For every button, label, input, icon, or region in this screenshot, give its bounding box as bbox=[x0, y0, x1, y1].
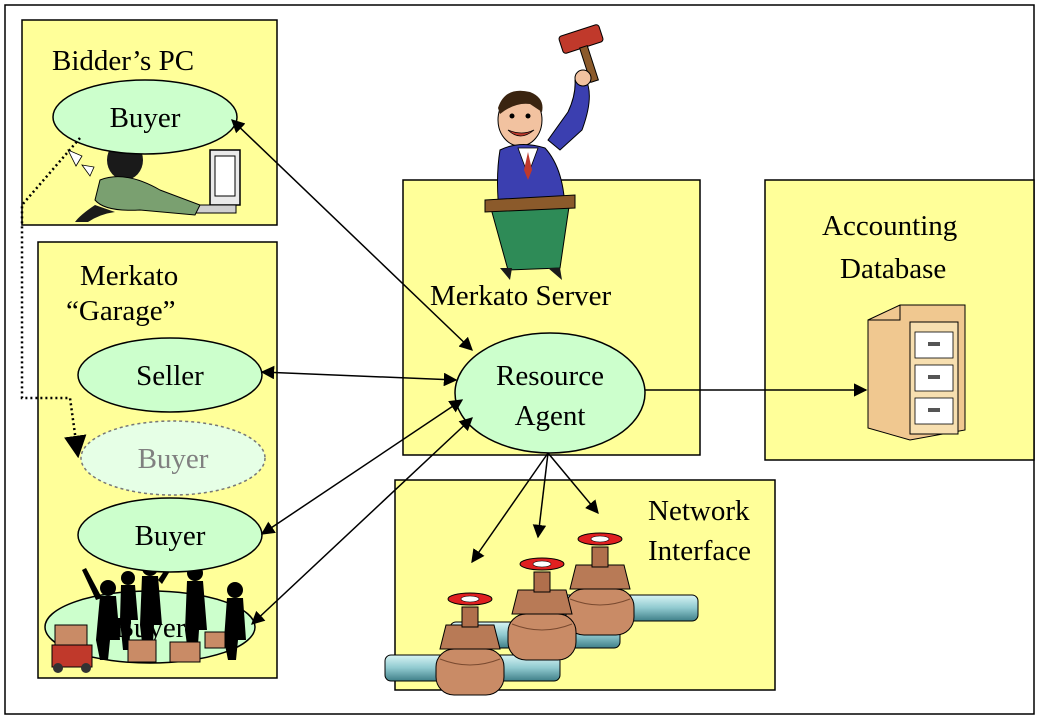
network-title-line2: Interface bbox=[648, 535, 751, 567]
bidder-buyer-oval bbox=[52, 79, 238, 155]
bidder-buyer-label: Buyer bbox=[110, 102, 181, 134]
resource-agent-line1: Resource bbox=[496, 360, 604, 392]
bidder-to-agent-arrow bbox=[231, 119, 473, 351]
crowd-with-briefcases-icon: Buyer bbox=[44, 544, 256, 673]
accounting-title-line1: Accounting bbox=[822, 210, 957, 242]
seller-to-agent-arrow bbox=[260, 365, 458, 387]
bidder-pc-title: Bidder’s PC bbox=[52, 45, 194, 77]
ghost-buyer-label: Buyer bbox=[138, 443, 209, 475]
file-cabinet-icon bbox=[867, 304, 966, 441]
resource-agent-line2: Agent bbox=[515, 400, 586, 432]
accounting-title-line2: Database bbox=[840, 253, 946, 285]
garage-buyer-label: Buyer bbox=[135, 520, 206, 552]
crowd-to-agent-arrow bbox=[251, 417, 473, 625]
resource-agent-oval bbox=[454, 332, 646, 454]
migration-dotted-arrow bbox=[20, 137, 87, 459]
seller-label: Seller bbox=[136, 360, 204, 392]
agent-to-valve2-arrow bbox=[532, 452, 549, 539]
auctioneer-icon bbox=[484, 24, 604, 280]
garage-title-line2: “Garage” bbox=[66, 295, 175, 327]
agent-to-valve1-arrow bbox=[471, 452, 549, 564]
garage-title-line1: Merkato bbox=[80, 260, 178, 292]
pipe-valve-icon bbox=[384, 532, 699, 696]
network-title-line1: Network bbox=[648, 495, 750, 527]
agent-to-valve3-arrow bbox=[547, 452, 599, 515]
server-title: Merkato Server bbox=[430, 280, 612, 312]
